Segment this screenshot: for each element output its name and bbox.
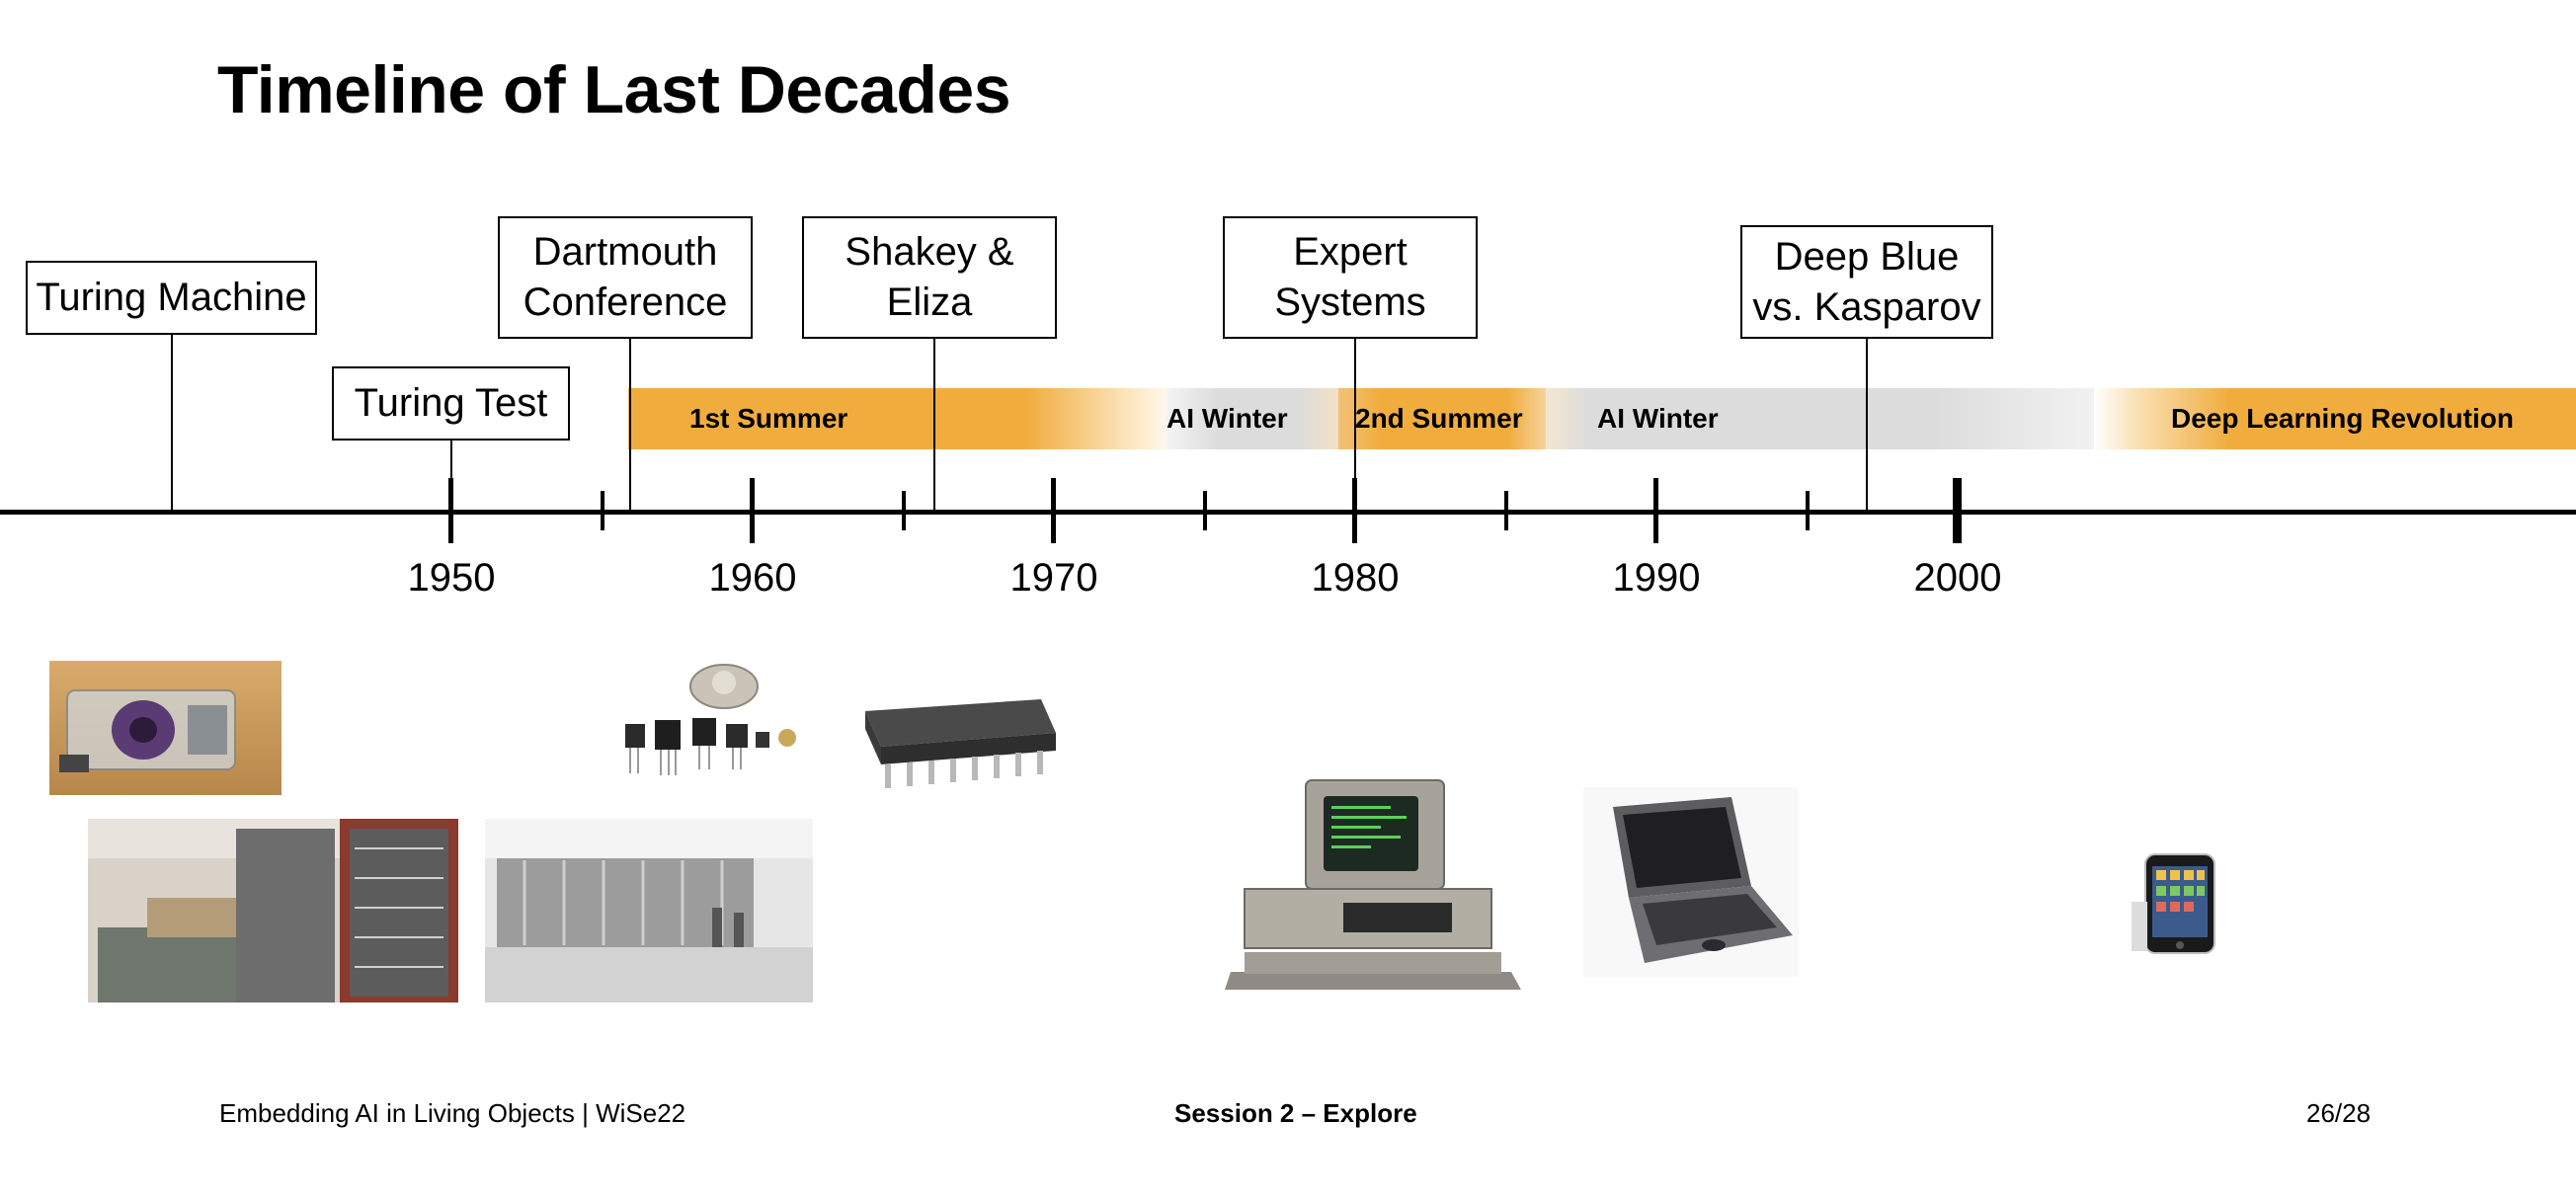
ic-chip-photo bbox=[853, 682, 1063, 795]
iphone-photo bbox=[2132, 852, 2215, 955]
timeline-axis bbox=[0, 510, 2576, 515]
band-ai-winter-1 bbox=[1166, 388, 1343, 449]
band-label-1st-summer: 1st Summer bbox=[689, 403, 848, 434]
event-label: Dartmouth Conference bbox=[523, 230, 728, 324]
band-1st-summer bbox=[628, 388, 1181, 449]
ibm-pc-photo bbox=[1225, 774, 1527, 996]
tick-minor-1985 bbox=[1504, 491, 1508, 530]
year-label-1950: 1950 bbox=[407, 556, 496, 600]
connector-deep-blue bbox=[1866, 338, 1868, 512]
tick-minor-1965 bbox=[902, 491, 906, 530]
footer-page-number: 26/28 bbox=[2306, 1098, 2372, 1128]
band-label-ai-winter-1: AI Winter bbox=[1167, 403, 1288, 434]
event-label: Turing Test bbox=[354, 381, 548, 425]
event-expert-systems: Expert Systems bbox=[1223, 216, 1478, 339]
laptop-photo bbox=[1583, 787, 1799, 977]
footer-course: Embedding AI in Living Objects | WiSe22 bbox=[219, 1098, 686, 1128]
band-ai-winter-2 bbox=[1546, 388, 2099, 449]
tick-major-1990 bbox=[1653, 478, 1658, 543]
tick-major-2000 bbox=[1953, 478, 1962, 543]
event-shakey-eliza: Shakey & Eliza bbox=[802, 216, 1057, 339]
slide-title: Timeline of Last Decades bbox=[217, 52, 1011, 127]
tick-major-1960 bbox=[750, 478, 755, 543]
event-label: Turing Machine bbox=[36, 276, 307, 319]
tick-major-1950 bbox=[448, 478, 453, 543]
event-turing-test: Turing Test bbox=[332, 366, 570, 441]
connector-turing-machine bbox=[171, 334, 173, 512]
event-dartmouth-conference: Dartmouth Conference bbox=[498, 216, 753, 339]
transistors-photo bbox=[607, 655, 810, 783]
relay-photo bbox=[49, 661, 282, 795]
tick-major-1980 bbox=[1352, 478, 1357, 543]
band-label-ai-winter-2: AI Winter bbox=[1597, 403, 1719, 434]
connector-dartmouth bbox=[629, 338, 631, 512]
year-label-1990: 1990 bbox=[1612, 556, 1701, 600]
band-2nd-summer bbox=[1338, 388, 1551, 449]
tick-minor-1955 bbox=[601, 491, 604, 530]
footer-session: Session 2 – Explore bbox=[1174, 1098, 1417, 1128]
tick-minor-1975 bbox=[1203, 491, 1207, 530]
year-label-1970: 1970 bbox=[1009, 556, 1098, 600]
early-computer-photo bbox=[88, 819, 458, 1002]
year-label-1980: 1980 bbox=[1311, 556, 1400, 600]
band-deep-learning bbox=[2094, 388, 2576, 449]
connector-turing-test bbox=[450, 439, 452, 512]
mainframe-photo bbox=[485, 819, 813, 1002]
tick-major-1970 bbox=[1051, 478, 1056, 543]
connector-shakey-eliza bbox=[933, 338, 935, 512]
event-label: Shakey & Eliza bbox=[845, 230, 1014, 324]
event-deep-blue: Deep Blue vs. Kasparov bbox=[1740, 225, 1993, 339]
band-label-deep-learning: Deep Learning Revolution bbox=[2171, 403, 2514, 434]
band-label-2nd-summer: 2nd Summer bbox=[1355, 403, 1523, 434]
event-label: Expert Systems bbox=[1274, 230, 1426, 324]
tick-minor-1995 bbox=[1806, 491, 1810, 530]
year-label-2000: 2000 bbox=[1913, 556, 2002, 600]
year-label-1960: 1960 bbox=[708, 556, 797, 600]
event-turing-machine: Turing Machine bbox=[26, 261, 317, 335]
event-label: Deep Blue vs. Kasparov bbox=[1752, 234, 1981, 329]
connector-expert-systems bbox=[1354, 338, 1356, 512]
